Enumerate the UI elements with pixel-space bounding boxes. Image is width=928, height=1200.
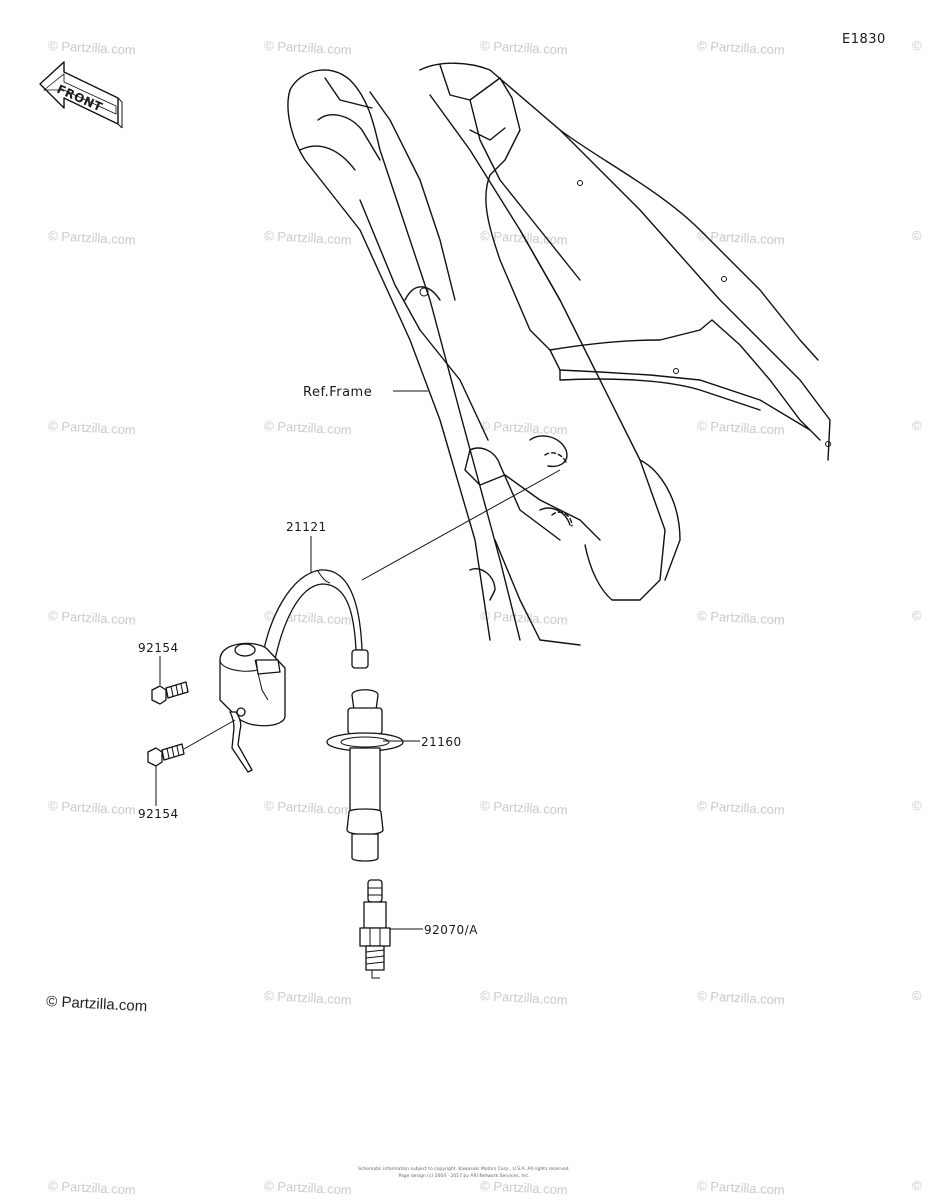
watermark-text: © Partzilla.com: [480, 798, 568, 818]
callout-21121: 21121: [286, 520, 327, 534]
watermark-text: © Partzilla.com: [48, 418, 136, 438]
callout-92154-top: 92154: [138, 641, 179, 655]
watermark-text: © Partzilla.com: [480, 38, 568, 58]
corner-watermark: © Partzilla.com: [46, 993, 148, 1015]
watermark-text: © Partzilla.com: [480, 608, 568, 628]
watermark-text: © Partzilla.com: [480, 988, 568, 1008]
front-arrow-icon: FRONT: [39, 61, 123, 129]
watermark-text: © Partzilla.com: [48, 38, 136, 58]
watermark-text: © Partzilla.com: [264, 418, 352, 438]
watermark-text: © Partzilla.com: [697, 798, 785, 818]
watermark-text: © Partzilla.com: [697, 988, 785, 1008]
ignition-coil: [219, 569, 369, 773]
watermark-text: © Partzilla.com: [264, 798, 352, 818]
watermark-text: © Partzilla.com: [264, 1178, 352, 1198]
footer-page-design: Page design (c) 2004 - 2017 by ARI Netwo…: [399, 1173, 530, 1179]
watermark-text: © Partzilla.com: [48, 1178, 136, 1198]
watermark-text: © Partzilla.com: [697, 418, 785, 438]
watermark-text: © Partzilla.com: [480, 1178, 568, 1198]
watermark-text: © Partzilla.com: [697, 608, 785, 628]
spark-plug: [359, 879, 391, 979]
footer-copyright: Schematic information subject to copyrig…: [358, 1166, 570, 1172]
watermark-text: © Partzilla.com: [697, 1178, 785, 1198]
watermark-text: © Partzilla.com: [697, 228, 785, 248]
watermark-symbol: ©: [912, 1178, 922, 1193]
callout-21160: 21160: [421, 735, 462, 749]
watermark-text: © Partzilla.com: [48, 228, 136, 248]
diagram-code: E1830: [842, 32, 886, 47]
watermark-layer: © Partzilla.com © Partzilla.com © Partzill…: [48, 38, 922, 1198]
watermark-symbol: ©: [912, 38, 922, 53]
watermark-text: © Partzilla.com: [264, 228, 352, 248]
bolt-bottom: [147, 743, 185, 767]
watermark-symbol: ©: [912, 798, 922, 813]
frame-outline: [287, 62, 831, 646]
watermark-symbol: ©: [912, 228, 922, 243]
watermark-text: © Partzilla.com: [697, 38, 785, 58]
watermark-text: © Partzilla.com: [264, 38, 352, 58]
callout-92070a: 92070/A: [424, 923, 478, 937]
spark-plug-cap: [326, 689, 404, 862]
watermark-text: © Partzilla.com: [48, 608, 136, 628]
watermark-symbol: ©: [912, 418, 922, 433]
watermark-text: © Partzilla.com: [48, 798, 136, 818]
callout-92154-bottom: 92154: [138, 807, 179, 821]
ref-frame-label: Ref.Frame: [303, 385, 372, 400]
watermark-symbol: ©: [912, 608, 922, 623]
watermark-symbol: ©: [912, 988, 922, 1003]
bolt-top: [151, 681, 189, 705]
watermark-text: © Partzilla.com: [264, 988, 352, 1008]
watermark-text: © Partzilla.com: [480, 418, 568, 438]
